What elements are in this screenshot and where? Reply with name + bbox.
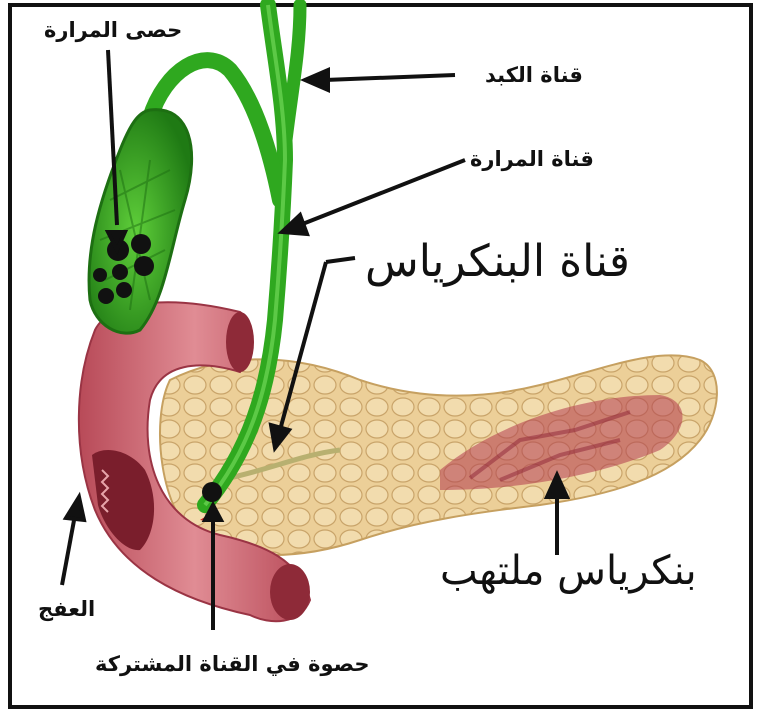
label-common-duct-stone: حصوة في القناة المشتركة	[95, 652, 370, 676]
label-pancreatic-duct: قناة البنكرياس	[365, 236, 630, 287]
label-hepatic-duct: قناة الكبد	[485, 63, 583, 87]
label-inflamed-pancreas: بنكرياس ملتهب	[440, 548, 697, 594]
label-gallstones: حصى المرارة	[44, 18, 182, 42]
common-duct-stone	[202, 482, 222, 502]
label-cystic-duct: قناة المرارة	[470, 147, 594, 171]
label-duodenum: العفج	[38, 597, 95, 621]
